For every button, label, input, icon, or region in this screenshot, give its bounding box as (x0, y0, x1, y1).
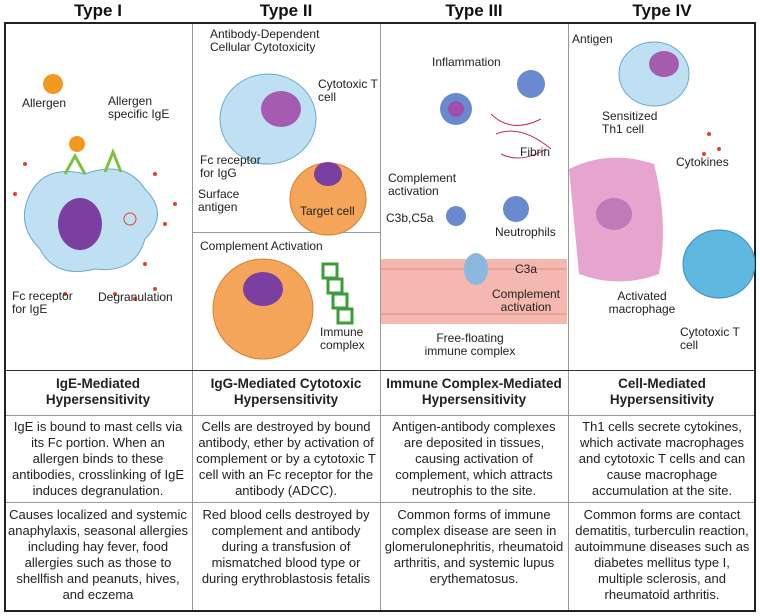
label-cytotoxic-t: Cytotoxic T cell (318, 77, 378, 104)
label-fibrin: Fibrin (520, 145, 551, 159)
label-cytotoxic-t-cell: Cytotoxic T cell (680, 325, 740, 352)
mechanism-type-1: IgE is bound to mast cells via its Fc po… (12, 419, 184, 498)
label-complement-activation-2: Complement activation (491, 287, 561, 314)
mast-cell-illustration (13, 74, 177, 301)
mechanism-type-4: Th1 cells secrete cytokines, which activ… (578, 419, 746, 498)
label-allergen: Allergen (22, 96, 67, 110)
label-sensitized-th1: Sensitized Th1 cell (602, 109, 658, 136)
label-complement-activation: Complement activation (388, 171, 457, 198)
divider (6, 502, 754, 503)
title-type-1: IgE-Mediated Hypersensitivity (45, 376, 151, 407)
immune-complex-illustration (381, 70, 567, 324)
divider (192, 24, 193, 610)
header-type-3: Type III (445, 1, 503, 20)
header-type-2: Type II (259, 1, 313, 20)
label-adcc: Antibody-Dependent Cellular Cytotoxicity (210, 27, 320, 54)
label-c3a: C3a (515, 262, 538, 276)
label-allergen-specific-ige: Allergen specific IgE (108, 94, 170, 121)
adcc-illustration (212, 73, 367, 360)
label-c3b-c5a: C3b,C5a (386, 211, 434, 225)
header-type-1: Type I (74, 1, 122, 20)
cell-mediated-illustration (569, 41, 755, 299)
label-fc-receptor-igg: Fc receptor for IgG (200, 153, 261, 180)
divider (380, 24, 381, 610)
label-antigen: Antigen (572, 32, 613, 46)
divider (568, 24, 569, 610)
label-activated-macrophage: Activated macrophage (608, 289, 676, 316)
mechanism-type-3: Antigen-antibody complexes are deposited… (392, 419, 556, 498)
mechanism-type-2: Cells are destroyed by bound antibody, e… (196, 419, 376, 498)
label-complement-activation: Complement Activation (200, 239, 323, 253)
allergen-icon (43, 74, 63, 94)
label-cytokines: Cytokines (676, 155, 729, 169)
label-neutrophils: Neutrophils (495, 225, 556, 239)
divider (6, 415, 754, 416)
divider (193, 232, 380, 233)
label-degranulation: Degranulation (98, 290, 173, 304)
title-type-4: Cell-Mediated Hypersensitivity (609, 376, 715, 407)
diseases-type-1: Causes localized and systemic anaphylaxi… (8, 507, 188, 602)
label-target-cell: Target cell (300, 204, 355, 218)
label-immune-complex: Immune complex (320, 325, 365, 352)
label-fc-receptor-ige: Fc receptor for IgE (12, 289, 73, 316)
table-grid (4, 22, 756, 612)
title-type-2: IgG-Mediated Cytotoxic Hypersensitivity (210, 376, 362, 407)
header-type-4: Type IV (632, 1, 692, 20)
divider (6, 370, 754, 371)
label-free-floating: Free-floating immune complex (424, 331, 516, 358)
label-surface-antigen: Surface antigen (198, 187, 240, 214)
diseases-type-4: Common forms are contact dematitis, turb… (574, 507, 750, 602)
diseases-type-3: Common forms of immune complex disease a… (384, 507, 564, 586)
label-inflammation: Inflammation (432, 55, 501, 69)
title-type-3: Immune Complex-Mediated Hypersensitivity (386, 376, 562, 407)
diseases-type-2: Red blood cells destroyed by complement … (201, 507, 371, 586)
